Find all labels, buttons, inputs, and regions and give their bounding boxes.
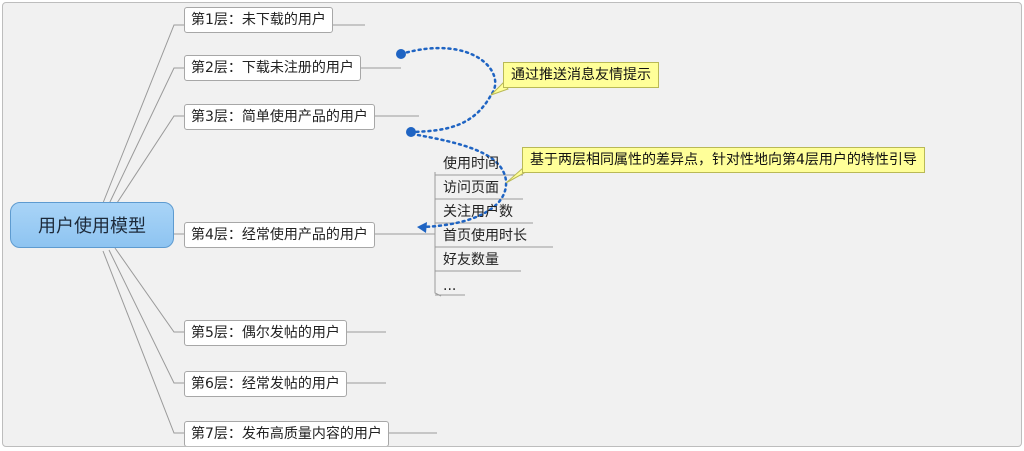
layer-3-topic[interactable]: 第3层：简单使用产品的用户	[184, 104, 375, 130]
callout-guide-layer4[interactable]: 基于两层相同属性的差异点，针对性地向第4层用户的特性引导	[522, 147, 925, 173]
branch-line-6	[108, 249, 386, 384]
relationship-line-guide	[410, 132, 508, 229]
layer-2-topic[interactable]: 第2层：下载未注册的用户	[184, 55, 361, 81]
layer-6-label: 第6层：经常发帖的用户	[191, 376, 340, 392]
callout-guide-label: 基于两层相同属性的差异点，针对性地向第4层用户的特性引导	[530, 152, 917, 168]
detail-usage-time[interactable]: 使用时间	[443, 156, 499, 172]
layer-3-label: 第3层：简单使用产品的用户	[191, 109, 368, 125]
layer-7-label: 第7层：发布高质量内容的用户	[191, 426, 382, 442]
layer-5-topic[interactable]: 第5层：偶尔发帖的用户	[184, 320, 347, 346]
detail-friend-count[interactable]: 好友数量	[443, 252, 499, 268]
layer-7-topic[interactable]: 第7层：发布高质量内容的用户	[184, 421, 389, 446]
connector-lines	[102, 24, 553, 434]
detail-bracket	[434, 172, 442, 297]
central-topic-label: 用户使用模型	[38, 216, 146, 237]
branch-line-2	[108, 67, 401, 205]
relationship-line-push	[399, 46, 497, 134]
layer-4-topic[interactable]: 第4层：经常使用产品的用户	[184, 222, 375, 248]
relationship-start-dot	[396, 49, 406, 59]
layer-2-label: 第2层：下载未注册的用户	[191, 60, 354, 76]
layer-6-topic[interactable]: 第6层：经常发帖的用户	[184, 371, 347, 397]
detail-homepage-duration[interactable]: 首页使用时长	[443, 228, 527, 244]
callout-push-message[interactable]: 通过推送消息友情提示	[503, 62, 659, 88]
detail-visited-pages[interactable]: 访问页面	[443, 180, 499, 196]
layer-1-label: 第1层：未下载的用户	[191, 12, 326, 28]
layer-4-label: 第4层：经常使用产品的用户	[191, 227, 368, 243]
relationship-arrowhead	[417, 222, 427, 233]
detail-more[interactable]: ...	[443, 278, 457, 294]
detail-followed-users[interactable]: 关注用户数	[443, 204, 513, 220]
central-topic[interactable]: 用户使用模型	[10, 202, 174, 248]
callout-push-label: 通过推送消息友情提示	[511, 67, 651, 83]
relationship-mid-dot	[406, 127, 416, 137]
layer-1-topic[interactable]: 第1层：未下载的用户	[184, 7, 333, 33]
layer-5-label: 第5层：偶尔发帖的用户	[191, 325, 340, 341]
